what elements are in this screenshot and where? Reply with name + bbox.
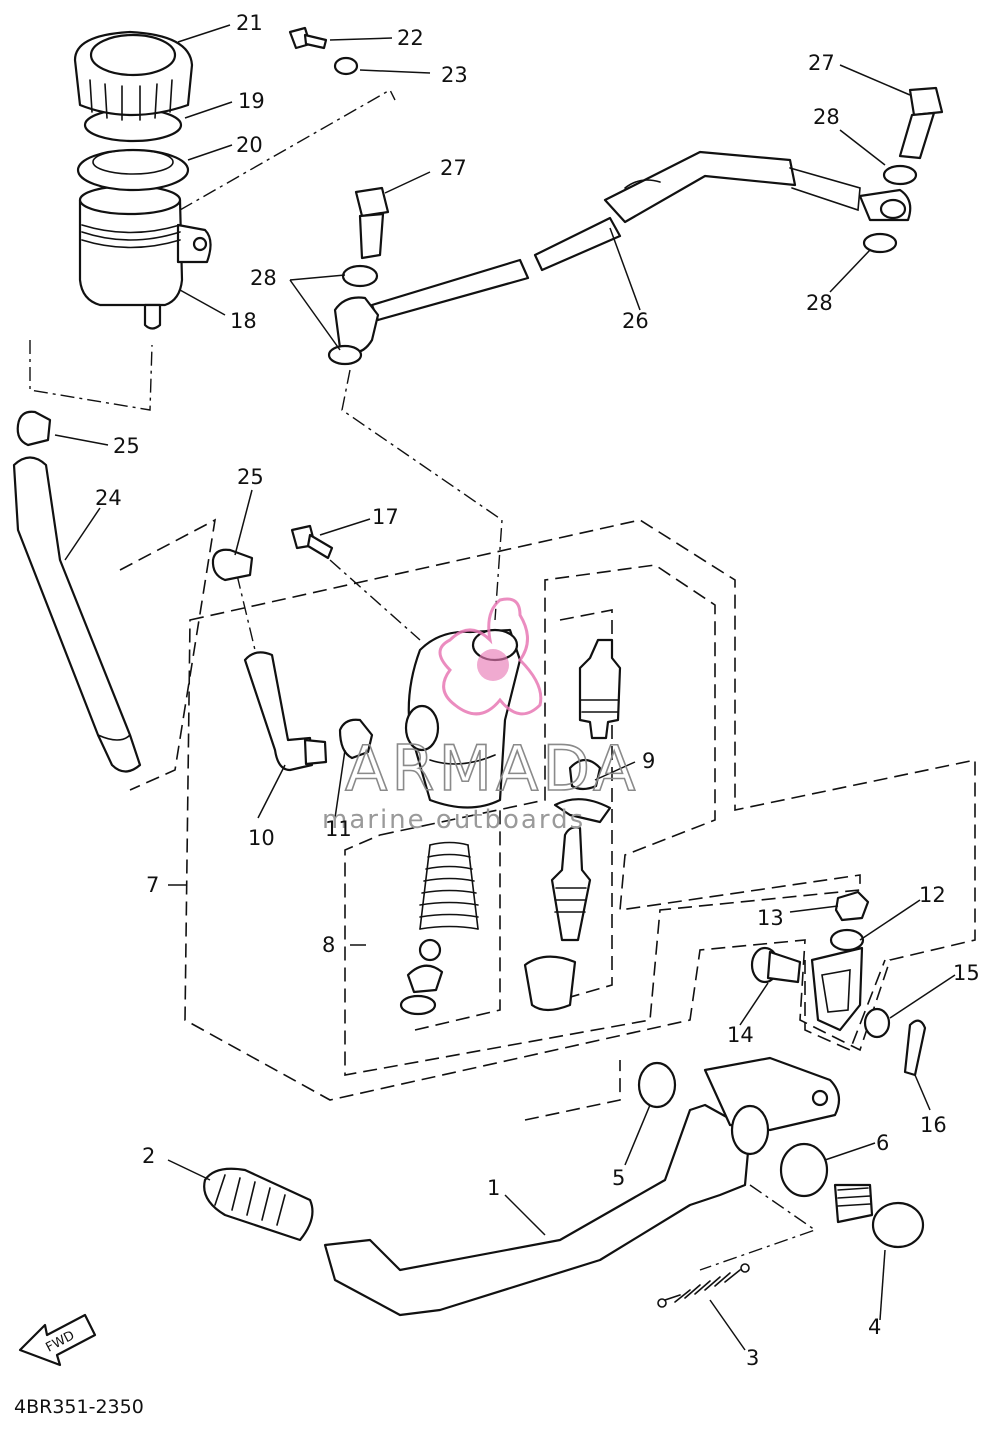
piston-rod [578, 638, 622, 740]
washer-28a [341, 264, 379, 288]
boundary-boot [524, 1060, 621, 1121]
callout-1: 1 [487, 1176, 500, 1200]
diagram-code: 4BR351-2350 [14, 1396, 144, 1418]
spring-seat [418, 938, 442, 962]
return-spring [419, 841, 479, 930]
forward-arrow-icon: FWD [18, 1313, 97, 1367]
pedal-rubber-2 [203, 1167, 314, 1242]
callout-11: 11 [325, 817, 352, 841]
callout-27b: 27 [808, 51, 835, 75]
dust-boot [523, 955, 577, 1012]
callout-4: 4 [868, 1315, 881, 1339]
clevis-12 [810, 928, 865, 1032]
callout-14: 14 [727, 1023, 754, 1047]
callout-25b: 25 [237, 465, 264, 489]
callout-numbers: 21 19 20 18 22 23 25 24 25 17 10 11 27 2… [95, 11, 980, 1370]
reservoir-tank [78, 184, 212, 330]
push-rod [550, 826, 592, 942]
callout-7: 7 [146, 873, 159, 897]
washer-28b [327, 344, 363, 366]
dashdot-17 [329, 559, 421, 641]
callout-25a: 25 [113, 434, 140, 458]
union-bolt-27b [898, 86, 944, 160]
cotter-pin-16 [903, 1019, 927, 1077]
boundary-hose [119, 518, 217, 791]
washer-28d [862, 232, 898, 254]
hose-clip-25b [211, 548, 254, 582]
bolt-17 [290, 524, 334, 560]
reservoir-cap [73, 30, 194, 121]
callout-6: 6 [876, 1131, 889, 1155]
hose-joint-10 [243, 651, 328, 772]
union-bolt-27a [354, 186, 390, 260]
washer-6 [779, 1142, 829, 1198]
nut-13 [834, 890, 870, 922]
reservoir-diaphragm [76, 148, 190, 192]
callout-2: 2 [142, 1144, 155, 1168]
callout-5: 5 [612, 1166, 625, 1190]
callout-28c: 28 [806, 291, 833, 315]
washer-28c [882, 164, 918, 186]
callout-19: 19 [238, 89, 265, 113]
callout-24: 24 [95, 486, 122, 510]
watermark-brand: ARMADA [345, 732, 639, 805]
callout-16: 16 [920, 1113, 947, 1137]
assembly-boundaries [119, 518, 976, 1121]
callout-20: 20 [236, 133, 263, 157]
washer-piston [399, 994, 437, 1016]
boundary-8 [344, 564, 861, 1076]
piston-cup [406, 964, 444, 994]
callout-8: 8 [322, 933, 335, 957]
boundary-spring [414, 805, 501, 1031]
screw-22 [288, 26, 328, 50]
grommet-11 [338, 718, 374, 760]
leader-dashdot [29, 89, 817, 1271]
reservoir-hose-24 [12, 456, 142, 773]
boundary-inner [559, 609, 613, 1001]
callout-22: 22 [397, 26, 424, 50]
callout-13: 13 [757, 906, 784, 930]
washer-15 [863, 1007, 891, 1039]
pivot-shaft-4 [833, 1183, 925, 1249]
washer-23 [333, 56, 359, 76]
callout-28b: 28 [813, 105, 840, 129]
callout-15: 15 [953, 961, 980, 985]
callout-17: 17 [372, 505, 399, 529]
callout-12: 12 [919, 883, 946, 907]
return-spring-3 [657, 1263, 750, 1308]
callout-26: 26 [622, 309, 649, 333]
callout-28a: 28 [250, 266, 277, 290]
circlip-9 [553, 798, 612, 824]
brake-hose-26 [333, 150, 912, 354]
callout-9: 9 [642, 749, 655, 773]
armada-logo-icon [438, 597, 543, 716]
dashdot-25b [236, 574, 256, 651]
callout-leaders [54, 24, 956, 1351]
dashdot-18-25 [29, 340, 153, 411]
cup-9 [568, 758, 602, 791]
dashdot-28-body [341, 369, 503, 621]
dashdot-19-23 [179, 89, 396, 211]
dashdot-3 [699, 1184, 817, 1271]
brake-pedal-1 [323, 1056, 841, 1317]
callout-27a: 27 [440, 156, 467, 180]
pin-14 [750, 946, 802, 984]
callout-3: 3 [746, 1346, 759, 1370]
hose-clip-25a [16, 410, 52, 447]
callout-21: 21 [236, 11, 263, 35]
boundary-clevis [804, 959, 886, 1052]
watermark-tagline: marine outboards [322, 805, 585, 835]
callout-18: 18 [230, 309, 257, 333]
boundary-7 [184, 519, 976, 1101]
washer-5 [637, 1061, 677, 1109]
callout-23: 23 [441, 63, 468, 87]
callout-10: 10 [248, 826, 275, 850]
